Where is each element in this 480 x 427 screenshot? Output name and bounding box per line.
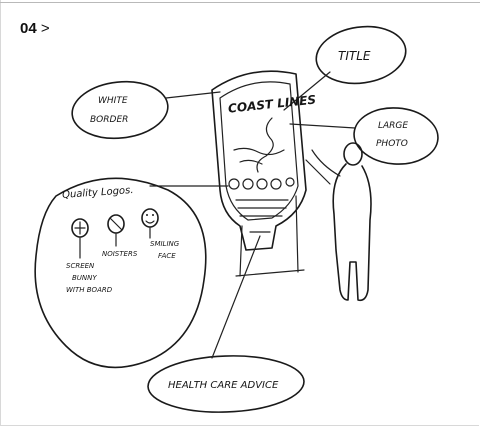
sign-title: COAST LINES: [227, 93, 316, 116]
smiling-face-icon: [142, 209, 158, 238]
logo1-label-line3: WITH BOARD: [66, 286, 113, 294]
white-border-callout: WHITE BORDER: [69, 77, 220, 143]
logo2-label: NOISTERS: [102, 250, 138, 258]
large-photo-callout: LARGE PHOTO: [290, 105, 440, 167]
health-care-advice-label: HEALTH CARE ADVICE: [168, 380, 279, 391]
person-figure: [306, 143, 371, 300]
large-photo-label-line2: PHOTO: [376, 139, 408, 149]
sign-board: COAST LINES: [212, 71, 317, 276]
large-photo-label-line1: LARGE: [378, 121, 408, 131]
title-label: TITLE: [338, 49, 371, 63]
logo3-label-line1: SMILING: [150, 240, 180, 248]
surfer-logo-icon: [72, 219, 88, 258]
no-entry-logo-icon: [108, 215, 124, 246]
logo1-label-line2: BUNNY: [72, 274, 97, 282]
quality-logos-callout: Quality Logos. SCREEN BUNNY WITH BOARD N…: [35, 178, 228, 367]
white-border-label-line1: WHITE: [98, 96, 128, 106]
health-care-advice-callout: HEALTH CARE ADVICE: [147, 236, 305, 415]
logo3-label-line2: FACE: [158, 252, 176, 260]
white-border-label-line2: BORDER: [90, 115, 128, 125]
logo1-label-line1: SCREEN: [66, 262, 95, 270]
